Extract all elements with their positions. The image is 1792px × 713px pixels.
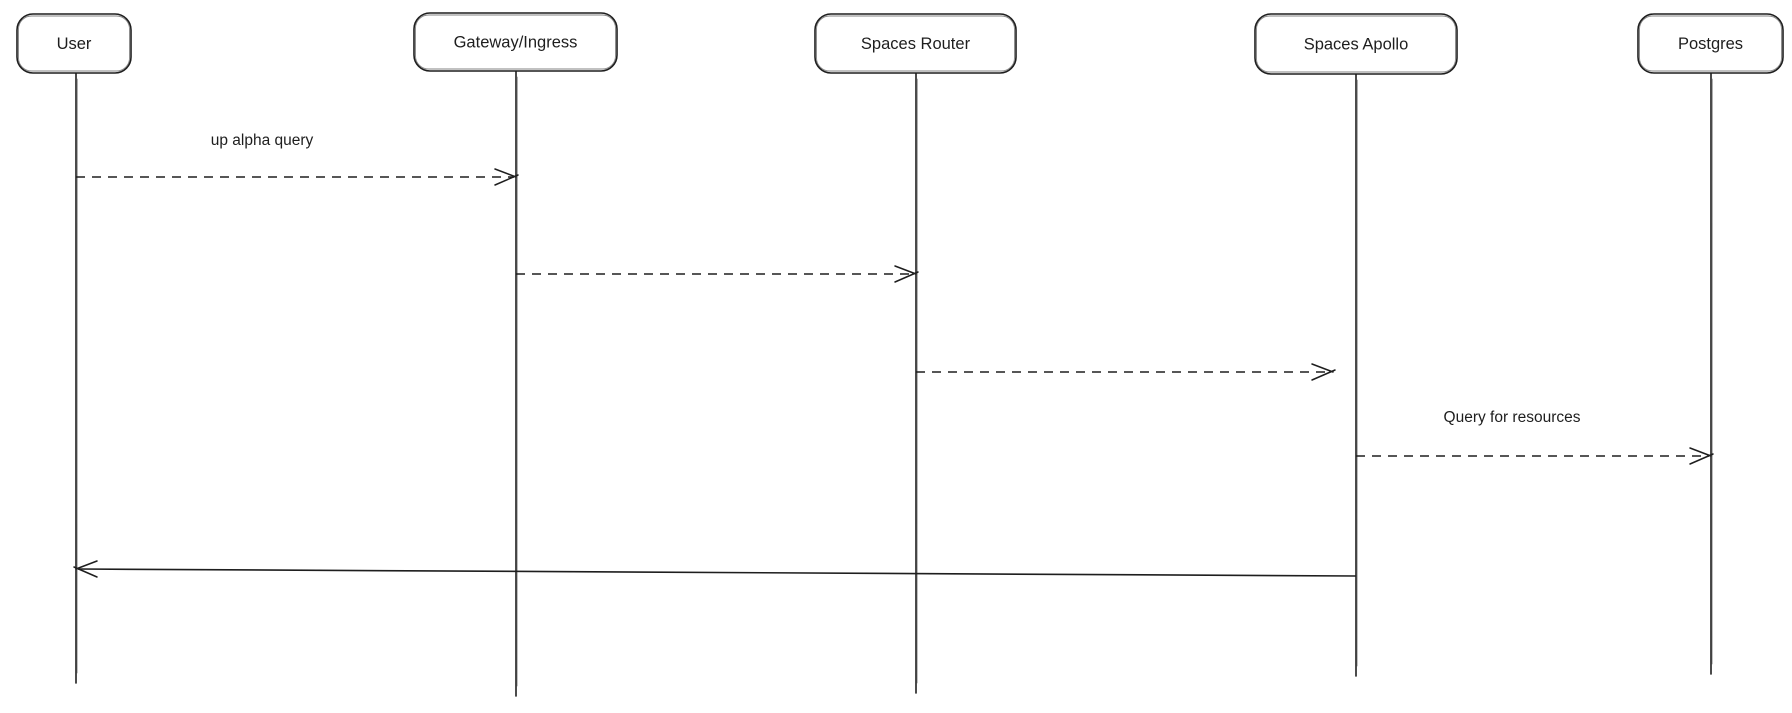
message-label-user-to-gateway: up alpha query	[211, 132, 314, 149]
message-label-apollo-to-postgres: Query for resources	[1444, 409, 1581, 426]
arrowhead-upper-stroke	[1311, 363, 1334, 373]
actor-label-apollo: Spaces Apollo	[1304, 35, 1409, 53]
arrowhead-upper-stroke	[1689, 447, 1712, 457]
arrowhead-lower-stroke	[494, 174, 519, 186]
message-line-apollo-to-user	[77, 568, 1357, 577]
actor-box-router	[814, 13, 1017, 74]
actor-box-user	[16, 13, 132, 74]
actor-box-sketch-router	[816, 15, 1015, 72]
actor-user: User	[16, 13, 132, 684]
arrowhead-lower-stroke	[1689, 453, 1714, 465]
actor-label-user: User	[57, 35, 92, 53]
actor-box-sketch-user	[18, 15, 130, 72]
actor-gateway: Gateway/Ingress	[413, 12, 618, 697]
arrowhead-upper-stroke	[75, 560, 98, 570]
arrowhead-lower-stroke	[73, 566, 98, 578]
arrowhead-lower-stroke	[894, 271, 919, 283]
actor-box-postgres	[1637, 13, 1784, 74]
actor-router: Spaces Router	[814, 13, 1017, 694]
arrowhead-upper-stroke	[894, 265, 917, 275]
message-apollo-to-postgres: Query for resources	[1356, 409, 1714, 465]
actor-apollo: Spaces Apollo	[1254, 13, 1458, 677]
actor-postgres: Postgres	[1637, 13, 1784, 675]
actor-box-apollo	[1254, 13, 1458, 75]
arrowhead-upper-stroke	[494, 168, 517, 178]
actor-box-sketch-postgres	[1639, 15, 1782, 72]
actor-box-sketch-apollo	[1256, 15, 1456, 73]
actor-box-gateway	[413, 12, 618, 72]
actor-box-sketch-gateway	[415, 14, 616, 70]
actor-label-gateway: Gateway/Ingress	[454, 33, 578, 51]
arrowhead-lower-stroke	[1311, 369, 1336, 381]
actor-label-postgres: Postgres	[1678, 35, 1743, 53]
actor-label-router: Spaces Router	[861, 35, 971, 53]
message-router-to-apollo	[916, 363, 1336, 381]
message-apollo-to-user	[73, 560, 1357, 578]
message-user-to-gateway: up alpha query	[76, 132, 519, 186]
message-gateway-to-router	[516, 265, 919, 283]
